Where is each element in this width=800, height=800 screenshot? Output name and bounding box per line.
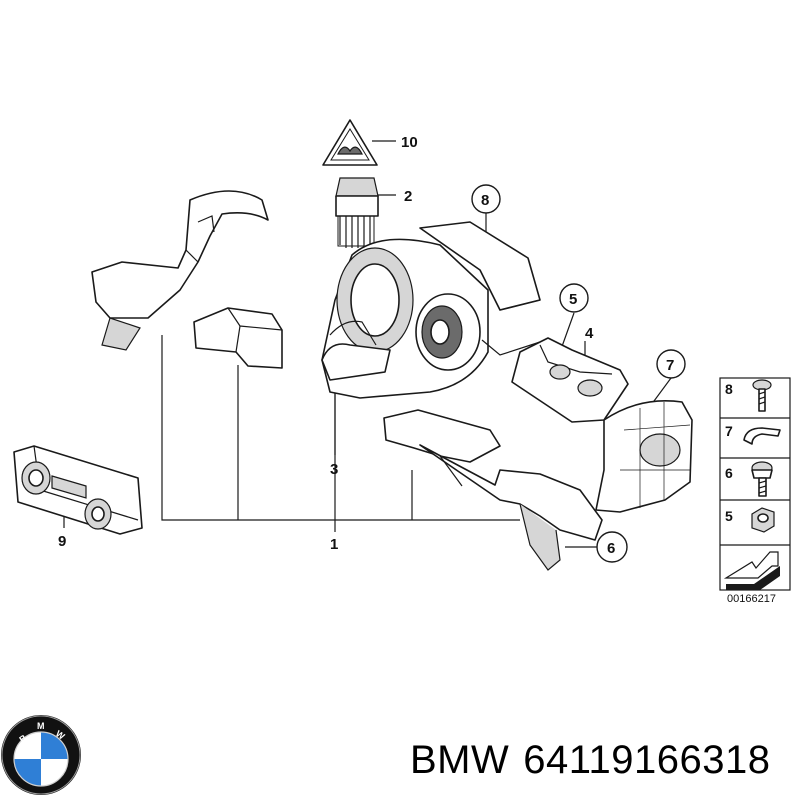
nut-icon	[751, 507, 775, 533]
middle-left-duct-part	[193, 307, 283, 369]
upper-left-duct-part	[91, 190, 269, 351]
svg-text:B: B	[17, 732, 28, 744]
callout-10: 10	[401, 134, 418, 151]
arrow-icon	[723, 551, 780, 590]
callout-9: 9	[58, 533, 66, 550]
bracket-part	[511, 337, 629, 423]
callout-2: 2	[404, 188, 412, 205]
legend-6: 6	[725, 465, 733, 481]
lower-duct-part	[383, 409, 603, 571]
right-elbow-duct-part	[595, 400, 693, 513]
blower-housing-part	[321, 221, 541, 399]
callout-8: 8	[481, 192, 489, 209]
callout-7: 7	[666, 357, 674, 374]
brand-name: BMW	[410, 738, 510, 782]
climate-control-panel-part	[13, 445, 143, 535]
part-caption: BMW 64119166318	[410, 738, 785, 783]
svg-text:M: M	[37, 721, 45, 731]
legend-5: 5	[725, 508, 733, 524]
callout-5: 5	[569, 291, 577, 308]
callout-labels: 10 2 8 5 4 7 3 9 1 6	[58, 134, 686, 563]
hardware-legend: 8 7 6 5	[719, 377, 791, 591]
legend-7: 7	[725, 423, 733, 439]
callout-3: 3	[330, 461, 338, 478]
bolt-icon	[751, 461, 773, 497]
part-number: 64119166318	[523, 738, 771, 782]
screw-icon	[752, 379, 772, 412]
bmw-logo: B M W	[1, 715, 81, 795]
diagram-reference-number: 00166217	[727, 593, 776, 605]
legend-8: 8	[725, 381, 733, 397]
callout-6: 6	[607, 540, 615, 557]
clip-icon	[743, 427, 781, 445]
callout-1: 1	[330, 536, 338, 553]
blower-resistor-part	[335, 177, 379, 248]
warning-label-part	[322, 119, 378, 166]
callout-4: 4	[585, 325, 594, 342]
